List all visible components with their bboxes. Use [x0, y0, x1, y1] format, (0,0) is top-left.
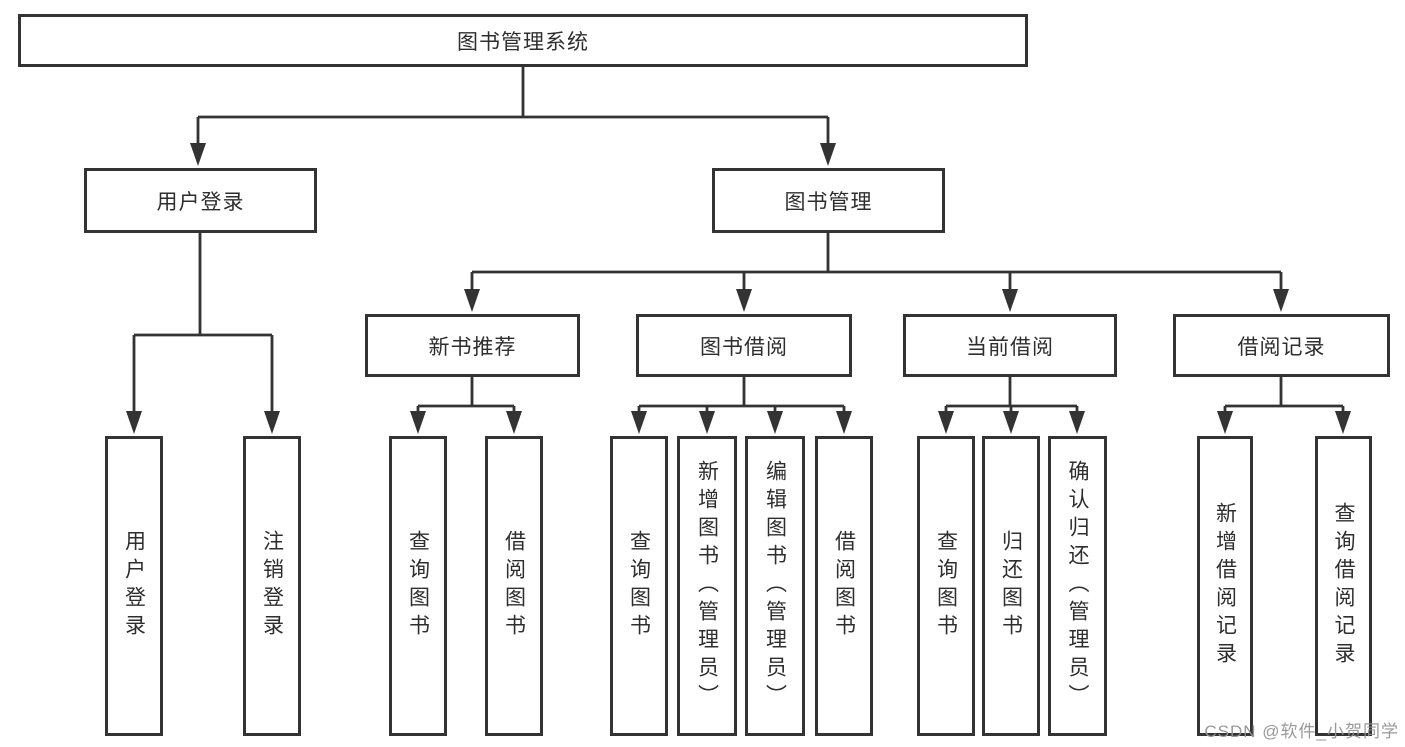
leaf-logout: 注销登录: [243, 436, 301, 736]
leaf-confirm-return-admin: 确认归还（管理员）: [1048, 436, 1107, 736]
node-book-borrow: 图书借阅: [636, 314, 852, 377]
node-new-book-recommend: 新书推荐: [365, 314, 580, 377]
leaf-return-book: 归还图书: [982, 436, 1040, 736]
node-borrow-record: 借阅记录: [1173, 314, 1390, 377]
leaf-borrow-book: 借阅图书: [815, 436, 873, 736]
node-root: 图书管理系统: [18, 14, 1028, 67]
leaf-borrow-book-recommend: 借阅图书: [485, 436, 543, 736]
node-book-management: 图书管理: [712, 168, 945, 233]
leaf-add-borrow-record: 新增借阅记录: [1197, 436, 1253, 736]
leaf-query-book-borrow: 查询图书: [610, 436, 668, 736]
leaf-add-book-admin: 新增图书（管理员）: [677, 436, 737, 736]
leaf-query-book-recommend: 查询图书: [389, 436, 447, 736]
node-user-login: 用户登录: [84, 168, 317, 233]
leaf-query-book-current: 查询图书: [917, 436, 975, 736]
csdn-watermark: CSDN @软件_小贺同学: [1204, 722, 1399, 741]
node-current-borrow: 当前借阅: [903, 314, 1117, 377]
leaf-user-login: 用户登录: [105, 436, 163, 736]
leaf-edit-book-admin: 编辑图书（管理员）: [745, 436, 805, 736]
leaf-query-borrow-record: 查询借阅记录: [1315, 436, 1372, 736]
